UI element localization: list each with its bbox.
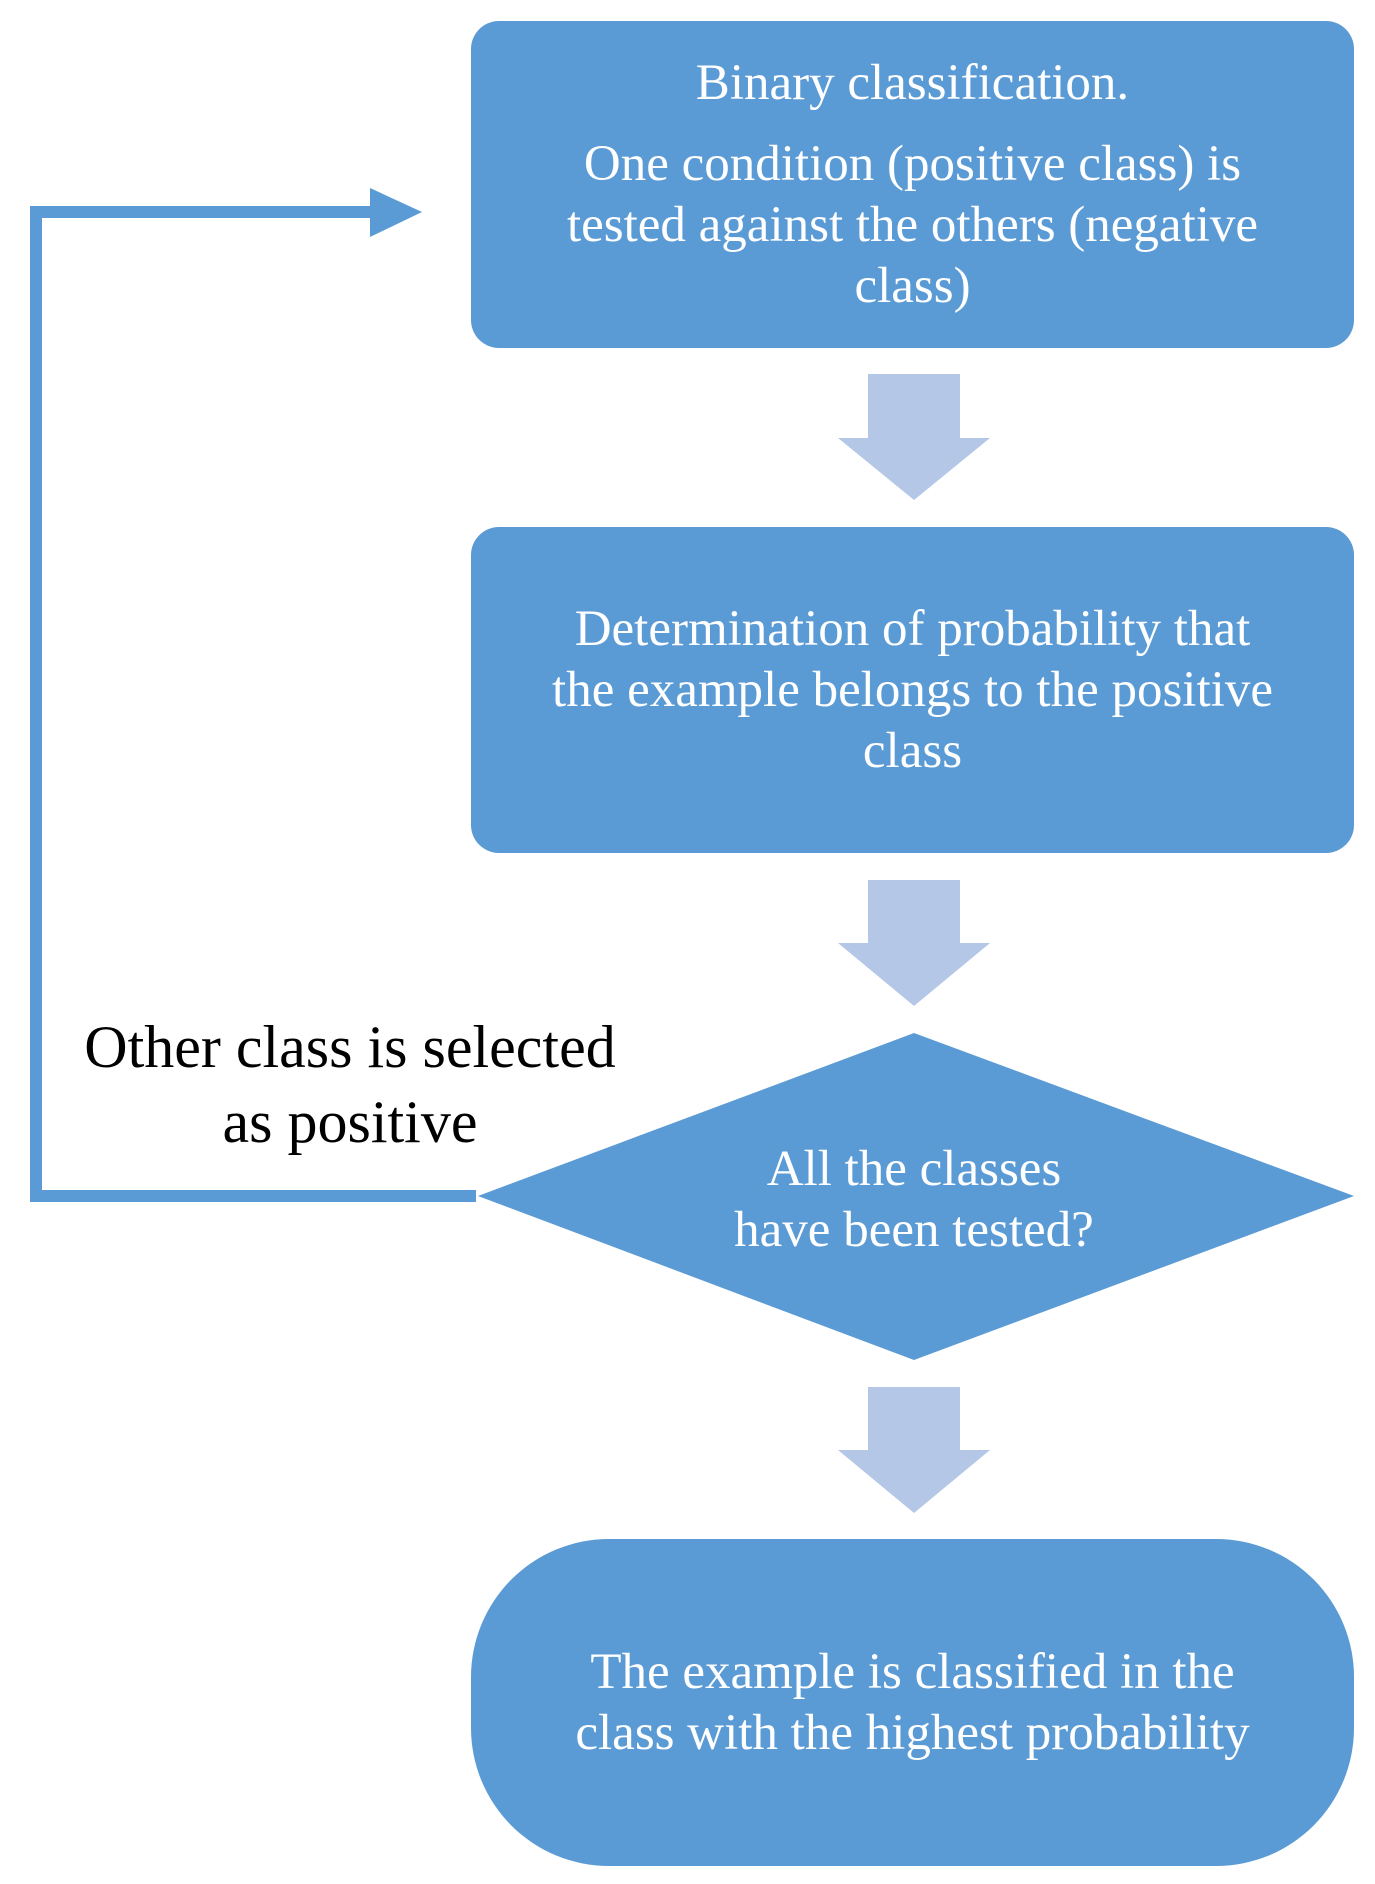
probability-line-1: Determination of probability that bbox=[574, 600, 1251, 657]
loop-label-line-1: Other class is selected bbox=[84, 1014, 616, 1080]
loop-label-line-2: as positive bbox=[222, 1089, 478, 1155]
probability-node-shape bbox=[471, 527, 1354, 853]
result-line-2: class with the highest probability bbox=[575, 1704, 1250, 1761]
binary-classification-line-2: tested against the others (negative bbox=[566, 196, 1259, 253]
result-node-shape bbox=[471, 1539, 1354, 1866]
loop-back-connector bbox=[30, 206, 476, 1202]
step-arrow-1 bbox=[838, 374, 990, 500]
probability-line-3: class bbox=[862, 722, 963, 779]
binary-classification-node: Binary classification. One condition (po… bbox=[491, 21, 1334, 348]
probability-line-2: the example belongs to the positive bbox=[552, 661, 1273, 718]
loop-label: Other class is selected as positive bbox=[40, 1010, 660, 1160]
decision-line-1: All the classes bbox=[766, 1141, 1062, 1197]
step-arrow-2 bbox=[838, 880, 990, 1006]
probability-node: Determination of probability that the ex… bbox=[491, 527, 1334, 853]
binary-classification-node-shape bbox=[471, 21, 1354, 348]
loop-back-arrowhead bbox=[370, 188, 422, 237]
binary-classification-line-1: One condition (positive class) is bbox=[583, 135, 1242, 192]
binary-classification-line-3: class) bbox=[854, 257, 971, 314]
result-line-1: The example is classified in the bbox=[590, 1643, 1235, 1700]
binary-classification-title: Binary classification. bbox=[695, 54, 1130, 111]
decision-node-shape bbox=[478, 1033, 1354, 1360]
decision-node: All the classes have been tested? bbox=[664, 1130, 1164, 1270]
result-node: The example is classified in the class w… bbox=[511, 1539, 1314, 1866]
step-arrow-3 bbox=[838, 1387, 990, 1513]
decision-line-2: have been tested? bbox=[734, 1202, 1094, 1258]
